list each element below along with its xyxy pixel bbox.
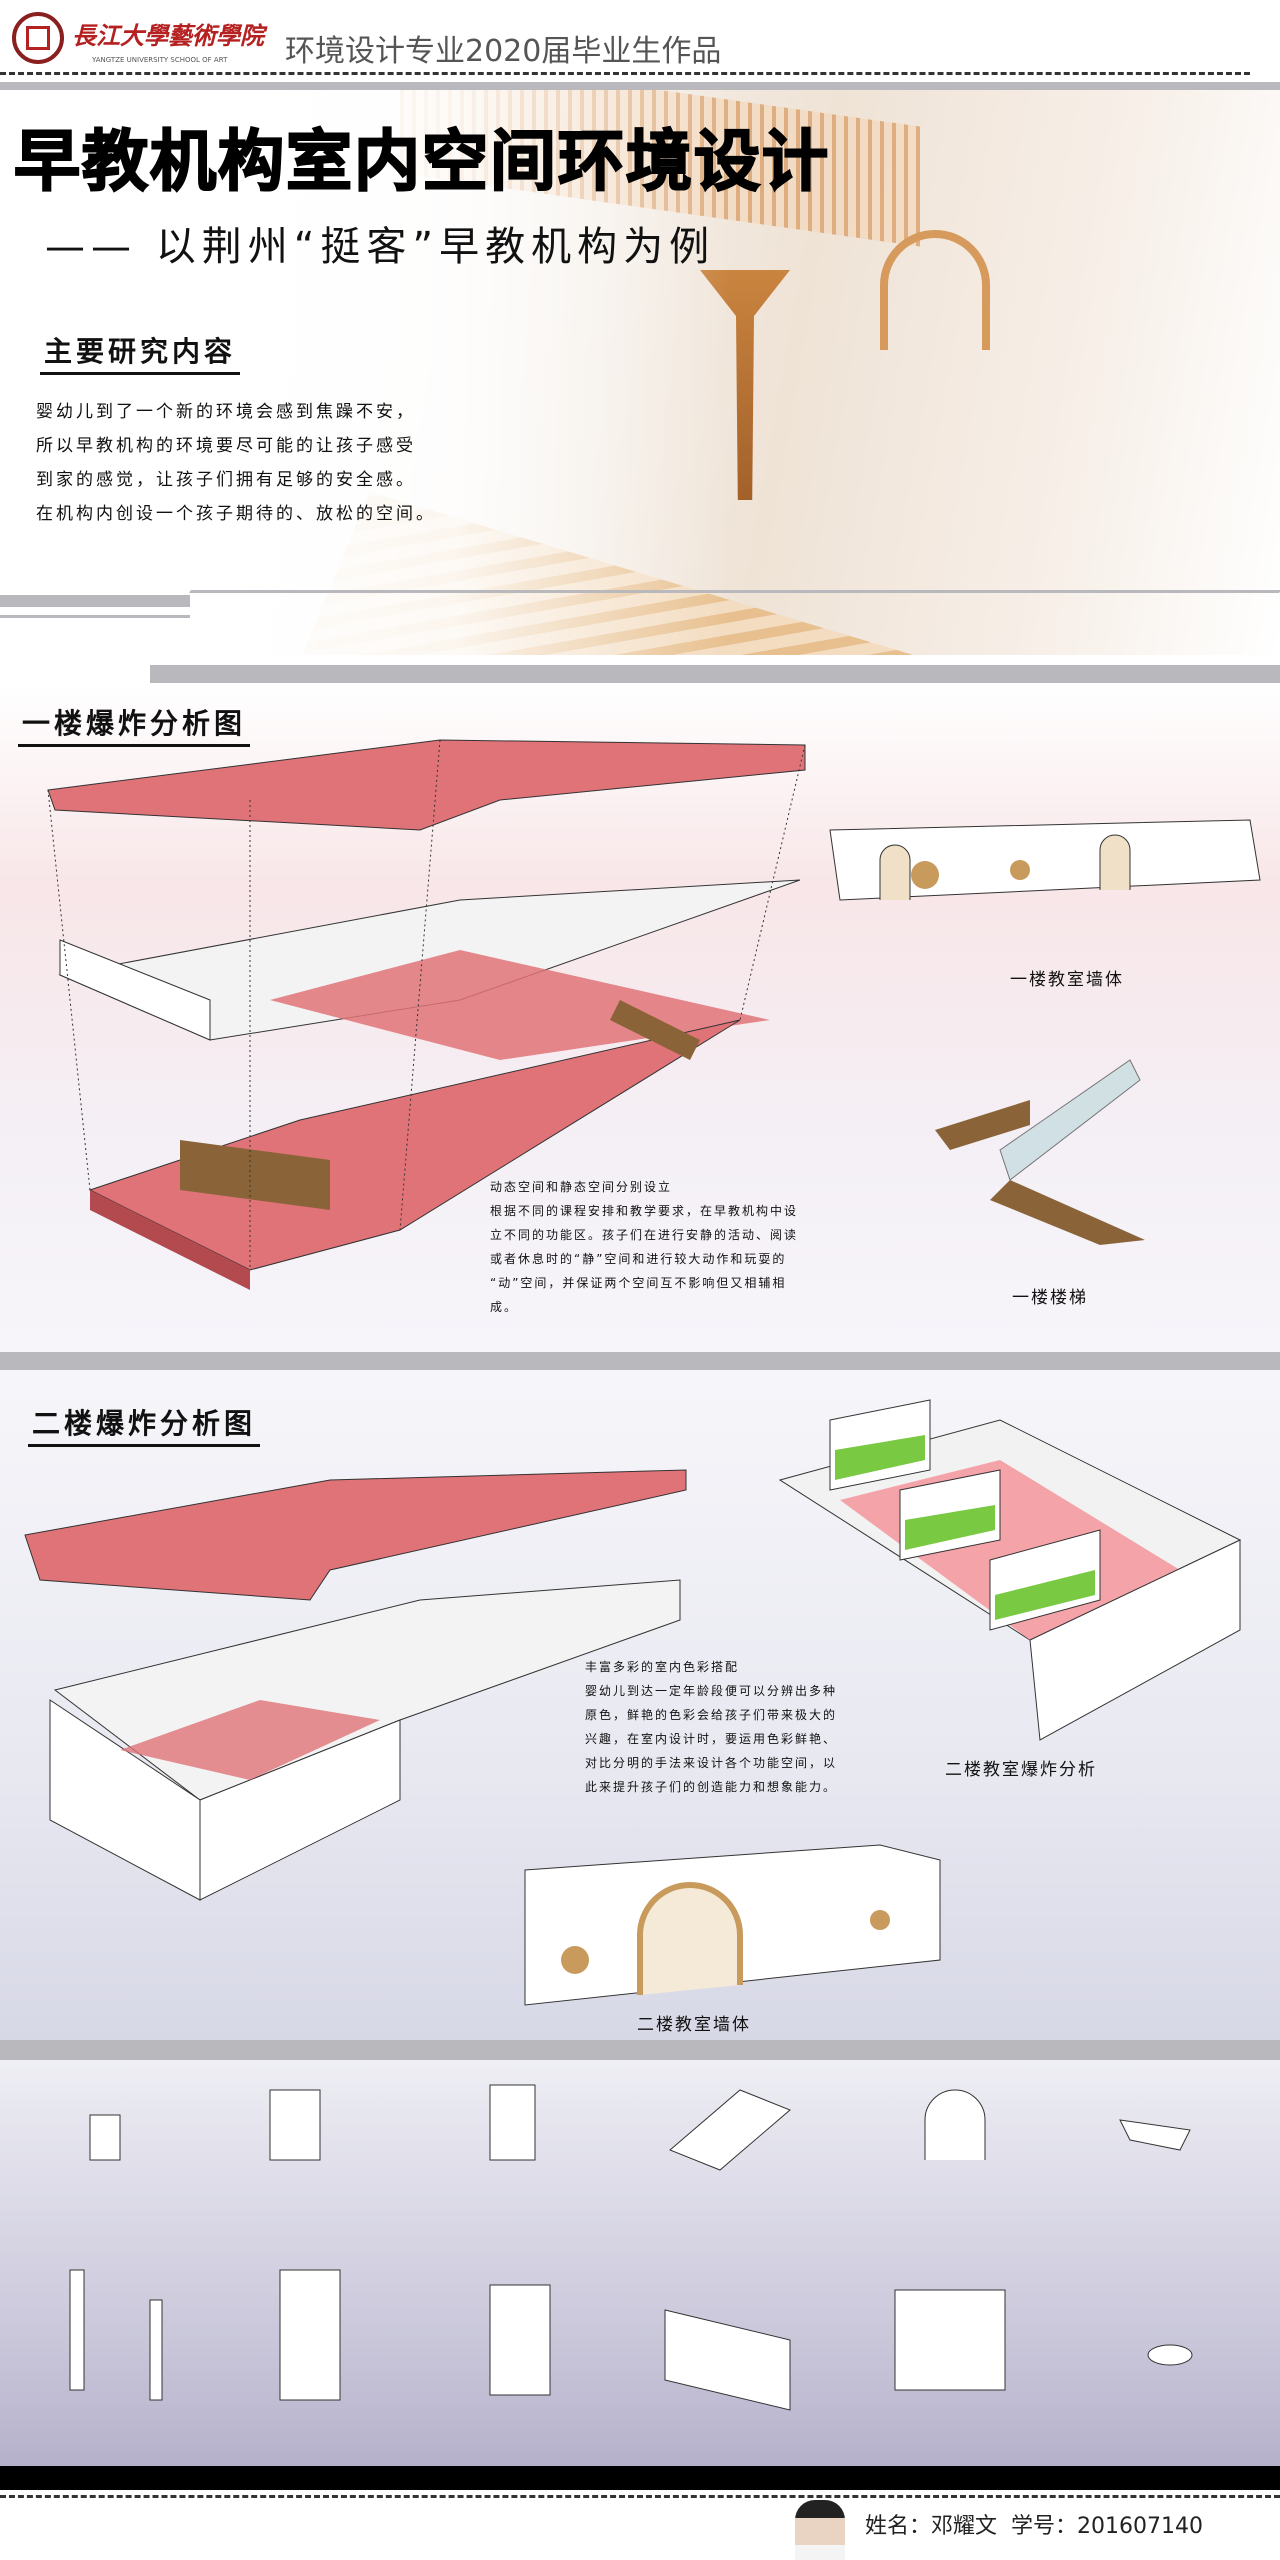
research-text: 婴幼儿到了一个新的环境会感到焦躁不安， 所以早教机构的环境要尽可能的让孩子感受 … [36, 395, 436, 531]
floor1-classroom-wall [829, 819, 1261, 901]
author-info: 姓名：邓耀文 学号：201607140 [865, 2514, 1204, 2539]
floor1-text: 动态空间和静态空间分别设立根据不同的课程安排和教学要求，在早教机构中设立不同的功… [490, 1180, 799, 1314]
floor2-exploded-axonometric [24, 1469, 687, 1901]
decor-line [0, 615, 190, 618]
research-heading: 主要研究内容 [40, 330, 241, 375]
author-name: 邓耀文 [931, 2514, 998, 2539]
floor2-text: 丰富多彩的室内色彩搭配婴幼儿到达一定年龄段便可以分辨出多种原色，鲜艳的色彩会给孩… [585, 1660, 838, 1794]
floor1-stair [935, 1059, 1145, 1245]
gray-band [150, 665, 1280, 683]
floor2-wall-label: 二楼教室墙体 [637, 2015, 751, 2035]
floor2-classroom-wall [524, 1844, 941, 2006]
school-name-en: YANGTZE UNIVERSITY SCHOOL OF ART [92, 56, 228, 64]
poster-title: 早教机构室内空间环境设计 [13, 122, 830, 201]
header-divider [0, 72, 1250, 75]
author-photo [795, 2500, 845, 2560]
student-id: 201607140 [1077, 2514, 1204, 2539]
floor1-stair-label: 一楼楼梯 [1012, 1288, 1088, 1308]
school-name-logo: 長江大學藝術學院 [72, 21, 264, 50]
school-seal-logo [12, 12, 64, 64]
research-line: 在机构内创设一个孩子期待的、放松的空间。 [36, 504, 436, 524]
gray-band [0, 2040, 1280, 2060]
footer-divider [0, 2495, 1280, 2498]
research-line: 所以早教机构的环境要尽可能的让孩子感受 [36, 436, 416, 456]
gray-band [0, 1352, 1280, 1370]
floor2-heading: 二楼爆炸分析图 [28, 1402, 261, 1447]
poster-subtitle: —— 以荆州“挺客”早教机构为例 [45, 224, 716, 270]
floor1-exploded-axonometric [47, 739, 806, 1290]
floor1-heading: 一楼爆炸分析图 [18, 702, 251, 747]
floor2-classroom-exploded [778, 1399, 1242, 1741]
gray-band [0, 82, 1280, 90]
footer-bar [0, 2466, 1280, 2490]
floor1-wall-label: 一楼教室墙体 [1010, 970, 1124, 990]
research-line: 婴幼儿到了一个新的环境会感到焦躁不安， [36, 402, 416, 422]
program-title: 环境设计专业2020届毕业生作品 [285, 34, 722, 69]
decor-bar [0, 595, 190, 607]
floor2-classroom-label: 二楼教室爆炸分析 [945, 1760, 1097, 1780]
research-line: 到家的感觉，让孩子们拥有足够的安全感。 [36, 470, 416, 490]
icon-grid-illustrations [69, 2084, 1193, 2411]
hero-interior-render [180, 90, 1280, 655]
